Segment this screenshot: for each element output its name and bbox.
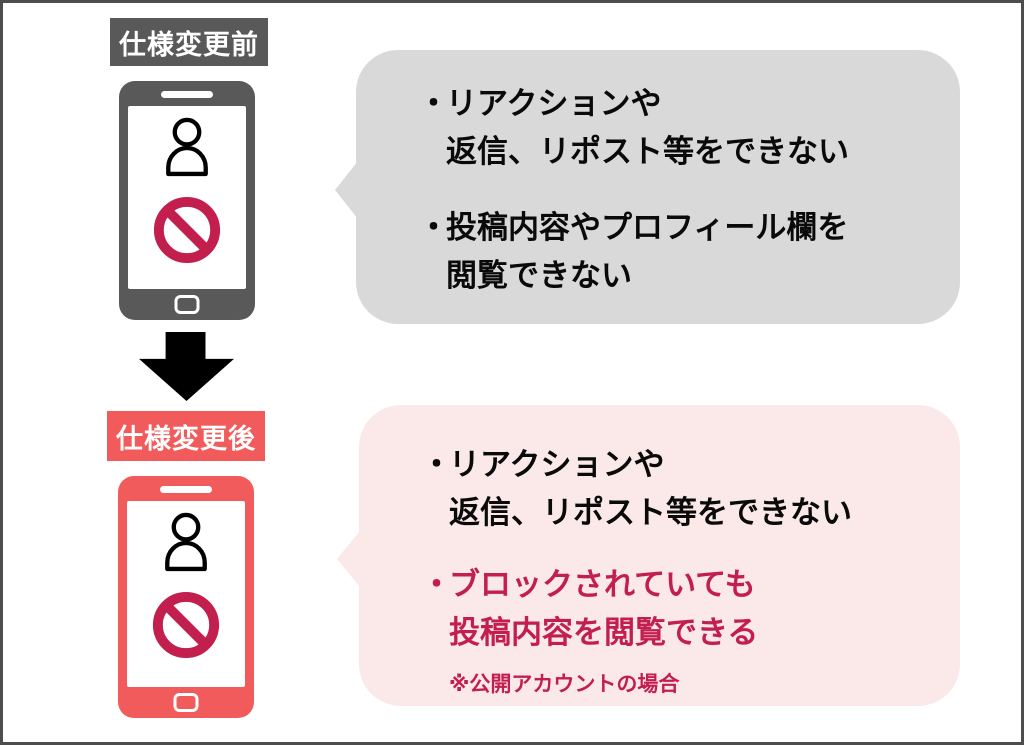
bullet-item: ・ リアクションや 返信、リポスト等をできない xyxy=(421,441,930,537)
bullet-text: ブロックされていても 投稿内容を閲覧できる ※公開アカウントの場合 xyxy=(449,567,759,696)
speech-bubble-tail xyxy=(335,161,358,219)
phone-speaker xyxy=(161,91,213,98)
smartphone-icon-before xyxy=(119,81,255,320)
bullet-item: ・ 投稿内容やプロフィール欄を 閲覧できない xyxy=(418,204,930,300)
phone-home-button xyxy=(173,693,199,712)
no-entry-icon xyxy=(152,591,220,659)
bullet-marker: ・ xyxy=(421,447,452,482)
bullet-text: 投稿内容やプロフィール欄を 閲覧できない xyxy=(446,210,849,293)
user-icon xyxy=(165,512,207,572)
bullet-item-highlighted: ・ ブロックされていても 投稿内容を閲覧できる ※公開アカウントの場合 xyxy=(421,561,930,705)
bullet-marker: ・ xyxy=(421,567,452,602)
after-bullet-list: ・ リアクションや 返信、リポスト等をできない ・ ブロックされていても 投稿内… xyxy=(421,441,930,705)
bullet-marker: ・ xyxy=(418,86,449,121)
phone-speaker xyxy=(160,486,212,493)
smartphone-icon-after xyxy=(118,476,254,718)
after-speech-bubble: ・ リアクションや 返信、リポスト等をできない ・ ブロックされていても 投稿内… xyxy=(337,405,960,706)
no-entry-icon xyxy=(153,196,221,264)
phone-screen xyxy=(128,106,246,289)
before-label: 仕様変更前 xyxy=(110,18,268,66)
bullet-text: リアクションや 返信、リポスト等をできない xyxy=(446,86,849,169)
down-arrow-icon xyxy=(139,332,234,401)
after-label-text: 仕様変更後 xyxy=(116,423,256,454)
bullet-item: ・ リアクションや 返信、リポスト等をできない xyxy=(418,80,930,176)
note-public-account: ※公開アカウントの場合 xyxy=(449,673,680,696)
phone-home-button xyxy=(174,295,200,314)
speech-bubble-tail xyxy=(337,531,360,587)
phone-screen xyxy=(127,501,245,687)
user-icon xyxy=(166,117,208,177)
before-label-text: 仕様変更前 xyxy=(119,29,259,60)
after-label: 仕様変更後 xyxy=(107,411,265,461)
bullet-marker: ・ xyxy=(418,210,449,245)
before-speech-bubble: ・ リアクションや 返信、リポスト等をできない ・ 投稿内容やプロフィール欄を … xyxy=(335,50,960,324)
before-bullet-list: ・ リアクションや 返信、リポスト等をできない ・ 投稿内容やプロフィール欄を … xyxy=(418,80,930,300)
bullet-text: リアクションや 返信、リポスト等をできない xyxy=(449,447,852,530)
